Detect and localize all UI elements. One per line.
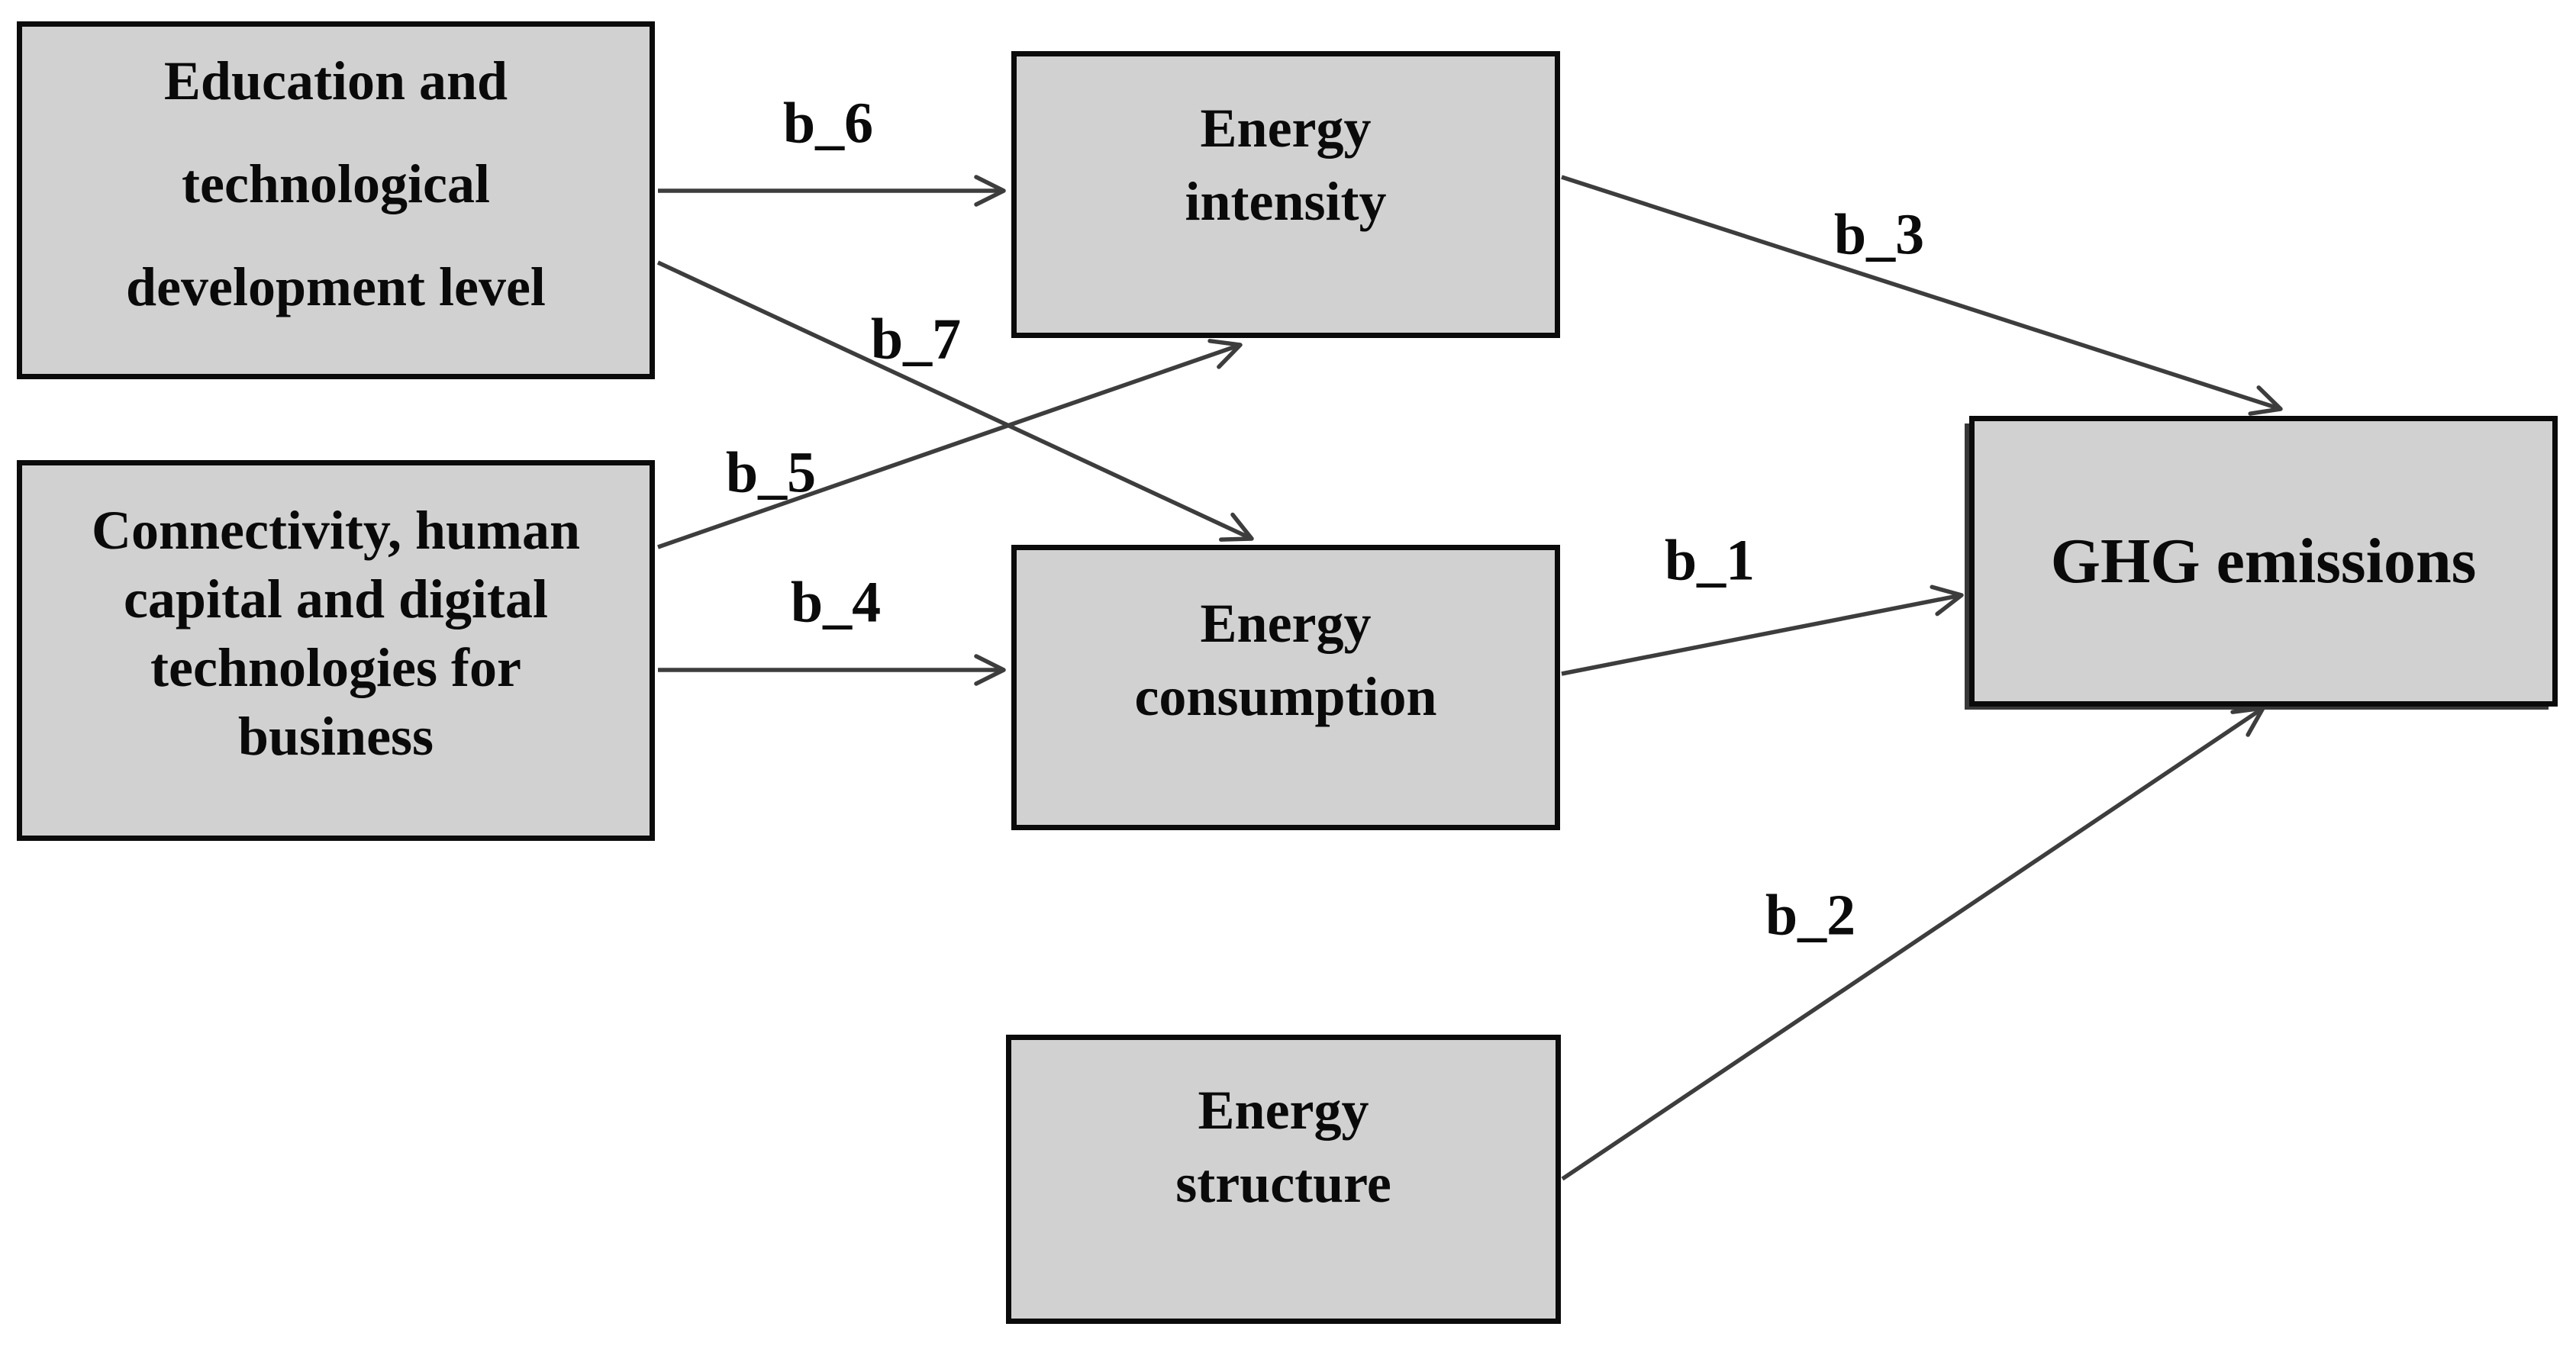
node-label-line: technologies for — [150, 636, 521, 698]
node-label-line: Energy — [1200, 593, 1372, 654]
node-label-line: Connectivity, human — [91, 499, 581, 561]
edge-label-b4: b_4 — [790, 570, 882, 635]
node-connectivity-human-capital-digital: Connectivity, human capital and digital … — [17, 460, 655, 841]
node-label-line: consumption — [1134, 666, 1437, 727]
edge-label-b6: b_6 — [782, 91, 874, 156]
edge-label-b1: b_1 — [1664, 528, 1755, 593]
node-label-line: GHG emissions — [2050, 525, 2477, 597]
node-label-line: business — [237, 705, 434, 767]
edge-label-b5: b_5 — [725, 440, 817, 505]
node-label-line: Energy — [1200, 98, 1372, 159]
node-label-line: Education and — [163, 50, 508, 111]
node-education-technological-development: Education and technological development … — [17, 21, 655, 379]
edge-label-b3: b_3 — [1833, 202, 1925, 267]
edge-label-b2: b_2 — [1765, 883, 1856, 948]
node-energy-consumption: Energy consumption — [1011, 545, 1560, 830]
edge-label-b7: b_7 — [870, 307, 962, 372]
node-label-line: intensity — [1185, 171, 1387, 232]
node-label-line: structure — [1175, 1153, 1391, 1214]
node-energy-intensity: Energy intensity — [1011, 51, 1560, 338]
node-label-line: technological — [182, 153, 490, 214]
node-label-line: Energy — [1198, 1080, 1369, 1141]
node-ghg-emissions: GHG emissions — [1969, 416, 2558, 707]
node-energy-structure: Energy structure — [1006, 1035, 1561, 1324]
connector-b1 — [1561, 584, 1964, 676]
node-label-line: development level — [126, 256, 546, 317]
connector-b5 — [657, 339, 1243, 549]
node-label-line: capital and digital — [123, 568, 549, 630]
connector-b7 — [656, 260, 1254, 542]
connector-b3 — [1561, 175, 2283, 416]
connector-b2 — [1561, 706, 2265, 1181]
